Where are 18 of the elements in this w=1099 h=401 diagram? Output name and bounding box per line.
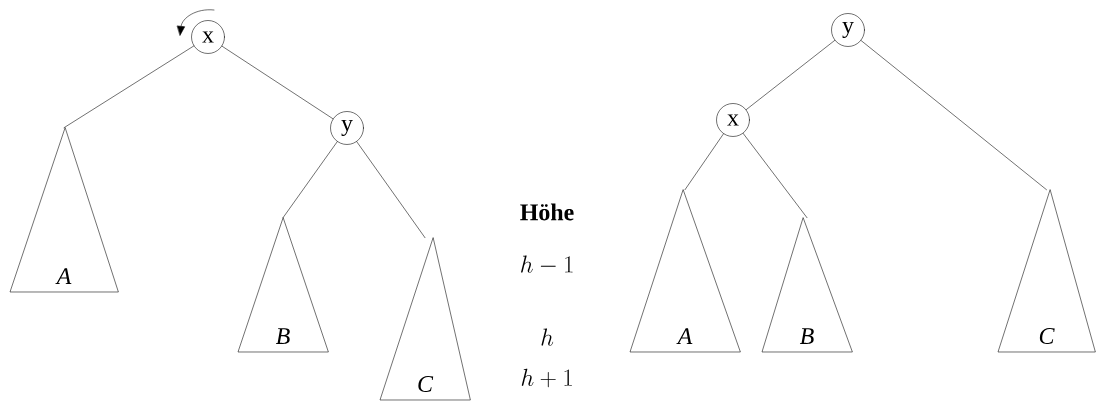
subtree-triangle: C <box>997 189 1096 353</box>
tree-edge <box>860 40 1047 190</box>
tree-edge <box>684 133 724 190</box>
height-label: $h + 1$ <box>521 368 572 388</box>
height-label: $h$ <box>541 328 554 346</box>
subtree-triangle: C <box>379 237 471 401</box>
tree-edge <box>745 40 836 110</box>
subtree-triangle: A <box>629 189 741 353</box>
subtree-triangle: A <box>9 127 119 293</box>
subtree-triangle: B <box>237 217 329 353</box>
height-heading: Höhe <box>520 203 574 221</box>
tree-edge <box>282 141 338 218</box>
subtree-triangle: B <box>761 217 853 353</box>
tree-edge <box>221 45 334 120</box>
tree-edge <box>742 133 808 218</box>
height-label: $h - 1$ <box>521 255 573 273</box>
tree-edge <box>63 45 195 128</box>
tree-edge <box>356 141 426 238</box>
